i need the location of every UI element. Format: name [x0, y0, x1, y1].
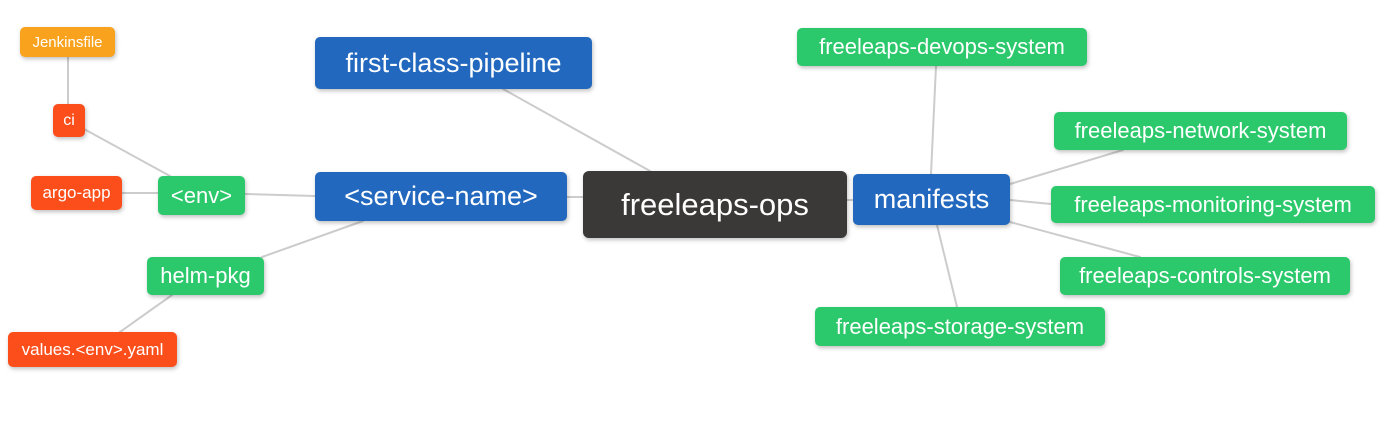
node-freeleaps-ops[interactable]: freeleaps-ops [583, 171, 847, 238]
node-manifests[interactable]: manifests [853, 174, 1010, 225]
node-monitoring-system[interactable]: freeleaps-monitoring-system [1051, 186, 1375, 223]
node-storage-system[interactable]: freeleaps-storage-system [815, 307, 1105, 346]
edge-ci-env [83, 128, 171, 177]
node-first-class-pipeline[interactable]: first-class-pipeline [315, 37, 592, 89]
node-jenkinsfile[interactable]: Jenkinsfile [20, 27, 115, 57]
node-controls-system[interactable]: freeleaps-controls-system [1060, 257, 1350, 295]
node-service-name[interactable]: <service-name> [315, 172, 567, 221]
edge-env-service-name [244, 193, 316, 197]
edge-manifests-devops-system [930, 65, 937, 175]
node-ci[interactable]: ci [53, 104, 85, 137]
edge-manifests-controls-system [1009, 221, 1141, 258]
node-network-system[interactable]: freeleaps-network-system [1054, 112, 1347, 150]
node-devops-system[interactable]: freeleaps-devops-system [797, 28, 1087, 66]
edge-service-name-helm-pkg [261, 220, 364, 258]
edge-manifests-storage-system [936, 224, 958, 308]
edge-helm-pkg-values-env-yaml [119, 294, 173, 333]
edge-manifests-monitoring-system [1009, 199, 1052, 205]
edge-manifests-network-system [1009, 149, 1124, 185]
node-values-env-yaml[interactable]: values.<env>.yaml [8, 332, 177, 367]
node-env[interactable]: <env> [158, 176, 245, 215]
node-argo-app[interactable]: argo-app [31, 176, 122, 210]
edge-first-class-pipeline-ops [502, 88, 651, 172]
node-helm-pkg[interactable]: helm-pkg [147, 257, 264, 295]
